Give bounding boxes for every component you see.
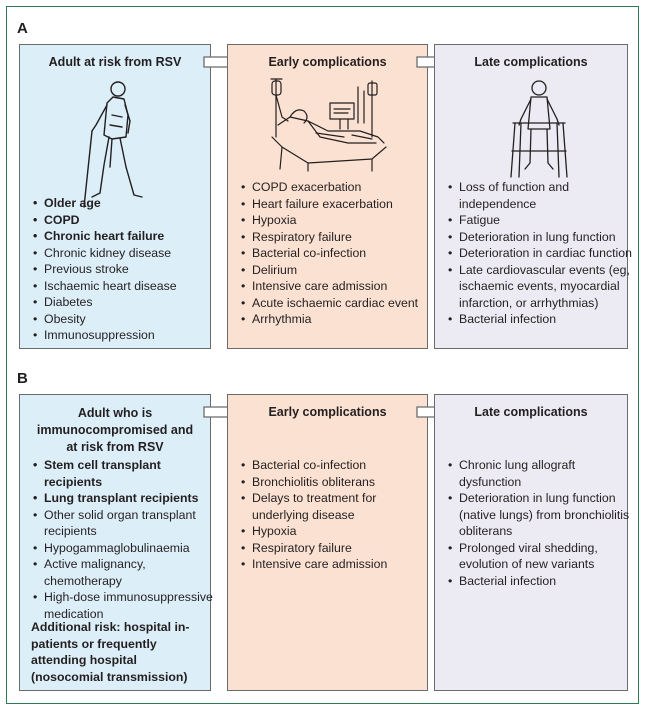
panel-a-risk-title: Adult at risk from RSV: [48, 55, 182, 69]
panel-b-late-title: Late complications: [474, 405, 588, 419]
panel-b-early-box: Early complications Bacterial co-infecti…: [227, 394, 428, 691]
list-item: Delirium: [241, 262, 434, 279]
list-item: Prolonged viral shedding, evolution of n…: [448, 540, 631, 573]
panel-b-risk-box: Adult who is immunocompromised and at ri…: [19, 394, 213, 691]
list-item: Older age: [33, 195, 214, 212]
hospital-bed-patient-icon: [270, 78, 387, 172]
panel-a-early-box: Early complications COPD exacerbation He…: [227, 44, 428, 349]
list-item: Deterioration in cardiac function: [448, 245, 637, 262]
panel-a-late-title: Late complications: [474, 55, 588, 69]
additional-risk-note: Additional risk: hospital in-patients or…: [31, 620, 190, 684]
list-item: Ischaemic heart disease: [33, 278, 214, 295]
panel-b-label: B: [17, 370, 28, 387]
man-with-walker-icon: [510, 80, 568, 178]
list-item: Deterioration in lung function (native l…: [448, 490, 631, 540]
list-item: Diabetes: [33, 294, 214, 311]
list-item: Fatigue: [448, 212, 637, 229]
list-item: Active malignancy, chemotherapy: [33, 556, 220, 589]
list-item: Bronchiolitis obliterans: [241, 474, 428, 491]
list-item: Hypoxia: [241, 212, 434, 229]
panel-a-early-list: COPD exacerbation Heart failure exacerba…: [239, 179, 434, 328]
list-item: Hypogammaglobulinaemia: [33, 540, 220, 557]
list-item: Stem cell transplant recipients: [33, 457, 220, 490]
panel-b-risk-list: Stem cell transplant recipients Lung tra…: [31, 457, 220, 622]
list-item: Bacterial co-infection: [241, 457, 428, 474]
list-item: Lung transplant recipients: [33, 490, 220, 507]
figure-frame: [6, 6, 639, 704]
list-item: Obesity: [33, 311, 214, 328]
panel-a-risk-list: Older age COPD Chronic heart failure Chr…: [31, 195, 214, 344]
list-item: Arrhythmia: [241, 311, 434, 328]
list-item: COPD exacerbation: [241, 179, 434, 196]
panel-a-late-box: Late complications Loss of function and …: [434, 44, 632, 349]
panel-a-late-list: Loss of function and independence Fatigu…: [446, 179, 637, 328]
panel-a-early-title: Early complications: [268, 55, 387, 69]
list-item: Intensive care admission: [241, 556, 428, 573]
list-item: Immunosuppression: [33, 327, 214, 344]
list-item: Bacterial infection: [448, 311, 637, 328]
list-item: High-dose immunosuppressive medication: [33, 589, 220, 622]
list-item: Delays to treatment for underlying disea…: [241, 490, 428, 523]
panel-b-late-box: Late complications Chronic lung allograf…: [434, 394, 631, 691]
list-item: Chronic kidney disease: [33, 245, 214, 262]
list-item: Bacterial co-infection: [241, 245, 434, 262]
list-item: Bacterial infection: [448, 573, 631, 590]
list-item: Respiratory failure: [241, 229, 434, 246]
list-item: Late cardiovascular events (eg, ischaemi…: [448, 262, 637, 312]
list-item: Other solid organ transplant recipients: [33, 507, 220, 540]
list-item: Heart failure exacerbation: [241, 196, 434, 213]
list-item: Chronic lung allograft dysfunction: [448, 457, 631, 490]
list-item: Loss of function and independence: [448, 179, 637, 212]
panel-a-risk-box: Adult at risk from RSV Older age COPD Ch…: [19, 44, 211, 349]
panel-b-early-title: Early complications: [268, 405, 387, 419]
list-item: Previous stroke: [33, 261, 214, 278]
list-item: Hypoxia: [241, 523, 428, 540]
walking-man-with-cane-icon: [83, 81, 143, 208]
panel-b-risk-title: Adult who is immunocompromised and at ri…: [36, 406, 194, 454]
list-item: Respiratory failure: [241, 540, 428, 557]
panel-a-label: A: [17, 20, 28, 37]
panel-b-late-list: Chronic lung allograft dysfunction Deter…: [446, 457, 631, 589]
list-item: Deterioration in lung function: [448, 229, 637, 246]
panel-b-early-list: Bacterial co-infection Bronchiolitis obl…: [239, 457, 428, 573]
list-item: Chronic heart failure: [33, 228, 214, 245]
list-item: Acute ischaemic cardiac event: [241, 295, 434, 312]
list-item: COPD: [33, 212, 214, 229]
list-item: Intensive care admission: [241, 278, 434, 295]
